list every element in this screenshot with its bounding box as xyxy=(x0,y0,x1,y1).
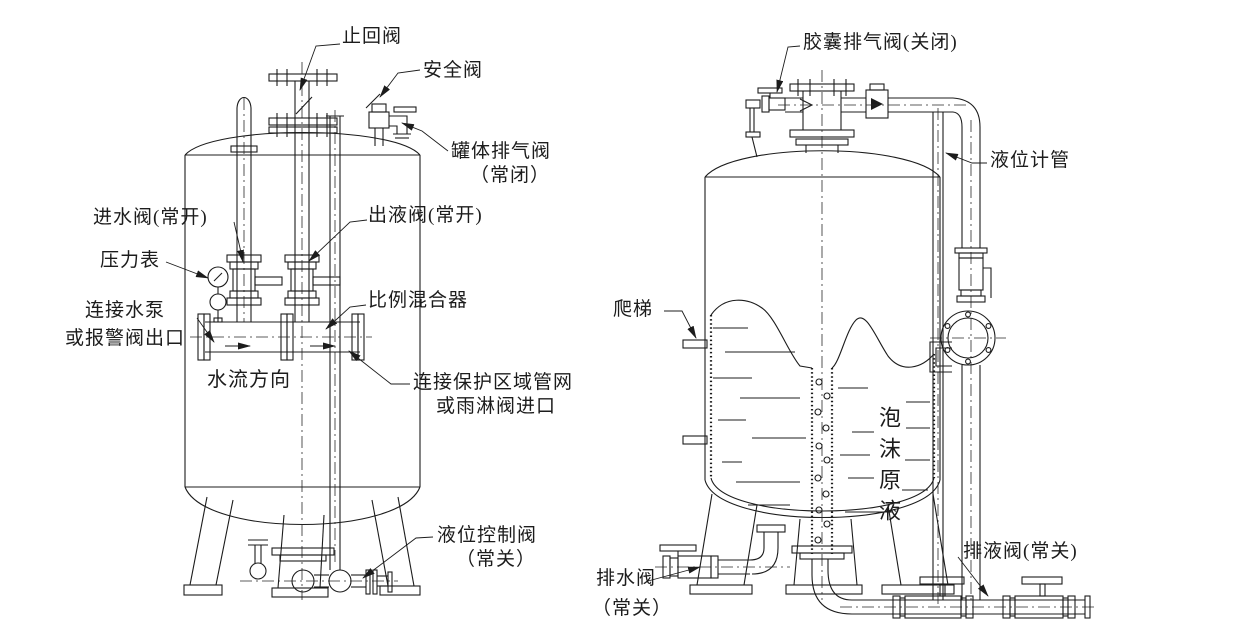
outlet-riser-pipe xyxy=(294,81,310,322)
label-outlet-valve: 出液阀(常开) xyxy=(368,205,483,226)
label-pump-connect-line1: 连接水泵 xyxy=(84,300,165,321)
drain-water-valve-icon xyxy=(659,544,719,579)
label-tank-vent-line1: 罐体排气阀 xyxy=(451,141,552,162)
proportioner-manifold xyxy=(190,313,372,361)
label-pressure-gauge: 压力表 xyxy=(100,250,161,271)
label-network-connect-line2: 或雨淋阀进口 xyxy=(436,396,557,417)
left-tank-legs xyxy=(183,496,421,598)
label-foam-concentrate: 泡沫原液 xyxy=(876,406,901,530)
ladder-brackets xyxy=(682,339,708,445)
label-tank-vent-line2: （常闭） xyxy=(470,165,551,186)
top-pipe-run xyxy=(778,83,981,128)
tank-vent-valve-icon xyxy=(389,106,417,139)
bottom-piping xyxy=(240,539,398,593)
perforated-tube xyxy=(810,368,834,556)
label-drain-water-line2: （常关） xyxy=(592,598,673,619)
label-gauge-pipe: 液位计管 xyxy=(990,150,1071,171)
inlet-riser-pipe xyxy=(230,96,258,322)
liquid-level-lines xyxy=(713,327,930,513)
inlet-valve-icon xyxy=(226,254,283,306)
label-flow-direction: 水流方向 xyxy=(207,369,291,391)
level-gauge-pipe xyxy=(932,108,944,604)
label-level-control-line2: （常关） xyxy=(456,549,537,570)
level-control-valve-icon xyxy=(365,569,393,595)
check-valve-icon xyxy=(268,69,338,137)
label-pump-connect-line2: 或报警阀出口 xyxy=(64,328,185,349)
label-bladder-vent: 胶囊排气阀(关闭) xyxy=(803,32,958,53)
gauge-downcomer xyxy=(954,120,992,604)
internal-drop-pipe xyxy=(326,110,344,570)
label-ladder: 爬梯 xyxy=(613,299,654,320)
pressure-gauge-icon xyxy=(207,266,229,323)
label-proportioner: 比例混合器 xyxy=(368,290,469,311)
label-network-connect-line1: 连接保护区域管网 xyxy=(413,372,574,393)
label-drain-liquid: 排液阀(常关) xyxy=(963,541,1078,562)
drain-water-piping xyxy=(655,524,790,575)
bladder-vent-valve-icon xyxy=(745,87,786,158)
drain-liquid-valve-icon xyxy=(892,576,1076,619)
safety-valve-icon xyxy=(365,93,390,146)
label-level-control-line1: 液位控制阀 xyxy=(437,525,538,546)
label-check-valve: 止回阀 xyxy=(342,26,403,47)
label-safety-valve: 安全阀 xyxy=(423,60,484,81)
label-inlet-valve: 进水阀(常开) xyxy=(93,207,208,228)
left-tank xyxy=(183,62,421,600)
leader-lines xyxy=(165,43,989,597)
sight-glass-icon xyxy=(929,310,1006,373)
outlet-valve-icon xyxy=(284,254,341,306)
drain-liquid-piping xyxy=(791,545,1096,619)
label-drain-water-line1: 排水阀 xyxy=(596,568,657,589)
bladder-membrane xyxy=(710,299,935,369)
